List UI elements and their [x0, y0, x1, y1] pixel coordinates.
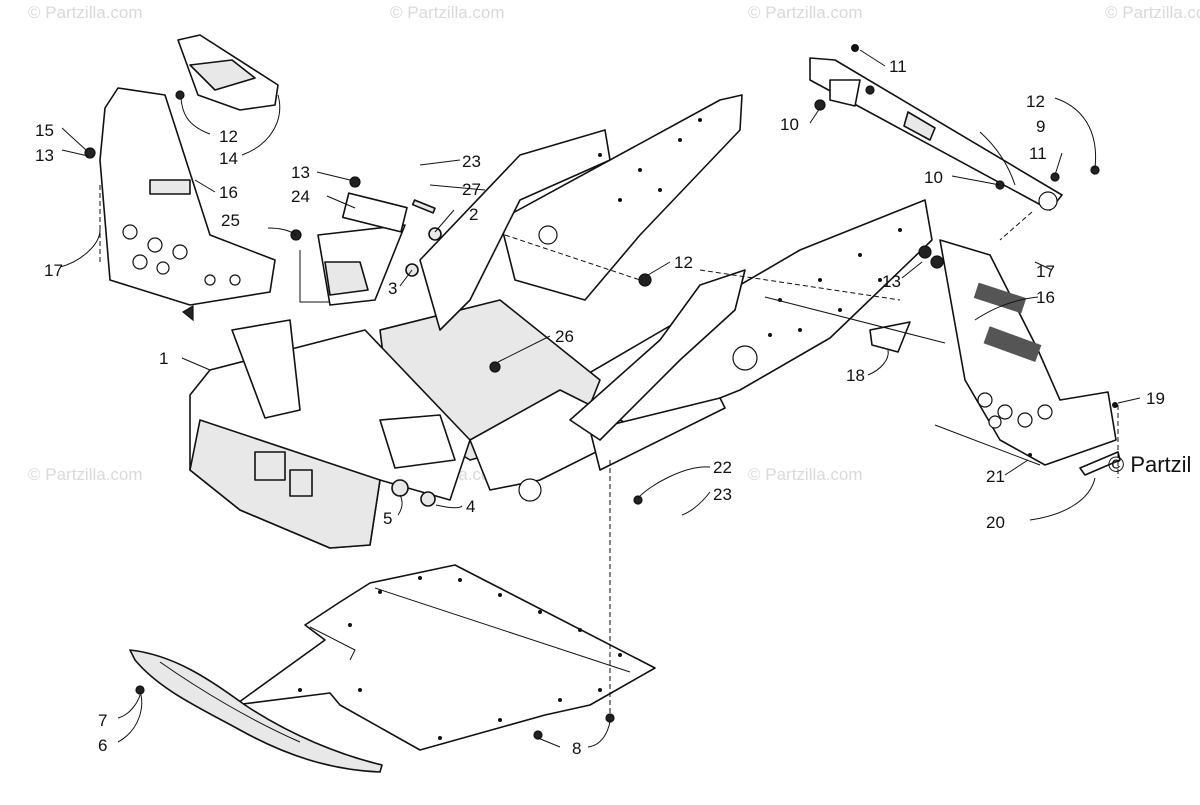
- callout-label: 7: [98, 711, 107, 730]
- watermark-text: © Partzilla.com: [1105, 3, 1200, 22]
- callout-label: 17: [44, 261, 63, 280]
- leader-lines: [59, 49, 1141, 748]
- footrest-grip: [973, 282, 1042, 363]
- callout-label: 18: [846, 366, 865, 385]
- callout-label: 11: [889, 57, 907, 76]
- watermark-text: © Partzilla.com: [748, 3, 863, 22]
- hardware: [84, 44, 1118, 740]
- callout-label: 15: [35, 121, 54, 140]
- tunnel-holes: [518, 118, 902, 502]
- callout-label: 21: [986, 467, 1005, 486]
- callout-label: 17: [1036, 262, 1055, 281]
- callout-label: 23: [713, 485, 732, 504]
- callout-label: 27: [462, 180, 481, 199]
- callout-label: 22: [713, 458, 732, 477]
- callout-label: 10: [924, 168, 943, 187]
- callout-label: 23: [462, 152, 481, 171]
- chassis-frame: [189, 94, 933, 549]
- callout-label: 3: [388, 279, 397, 298]
- callout-label: 9: [1036, 117, 1045, 136]
- callout-label: 20: [986, 513, 1005, 532]
- pan-rivets: [298, 576, 622, 740]
- callout-label: 4: [466, 497, 475, 516]
- callout-label: 12: [1026, 92, 1045, 111]
- callout-label: 12: [219, 127, 238, 146]
- callout-label: 14: [219, 149, 238, 168]
- left-footrest: [99, 34, 279, 322]
- callout-label: 8: [572, 739, 581, 758]
- callout-label: 13: [882, 272, 901, 291]
- callout-label: 13: [35, 146, 54, 165]
- belly-pan: [234, 564, 656, 751]
- watermark-text: © Partzilla.com: [28, 465, 143, 484]
- callout-label: 19: [1146, 389, 1165, 408]
- front-skid: [129, 649, 383, 773]
- callout-label: 2: [469, 205, 478, 224]
- callout-label: 16: [1036, 288, 1055, 307]
- callout-label: 1: [159, 349, 168, 368]
- engine-mount: [299, 192, 408, 306]
- callout-label: 5: [383, 509, 392, 528]
- callout-label: 24: [291, 187, 310, 206]
- callout-label: 25: [221, 211, 240, 230]
- callout-label: 12: [674, 253, 693, 272]
- callout-label: 26: [555, 327, 574, 346]
- callout-label: 11: [1029, 144, 1047, 163]
- watermark-text: © Partzilla.com: [28, 3, 143, 22]
- callout-labels: 1 2 3 4 5 6 7 8 9 10 10 11 11 12 12 12 1…: [35, 57, 1165, 758]
- callout-label: 6: [98, 736, 107, 755]
- watermark-text: © Partzilla.com: [390, 3, 505, 22]
- steering-post: [809, 57, 1063, 241]
- corner-watermark: © Partzil: [1108, 452, 1192, 477]
- right-footrest: [869, 239, 1121, 476]
- watermark-text: © Partzilla.com: [748, 465, 863, 484]
- callout-label: 13: [291, 163, 310, 182]
- callout-label: 10: [780, 115, 799, 134]
- callout-label: 16: [219, 183, 238, 202]
